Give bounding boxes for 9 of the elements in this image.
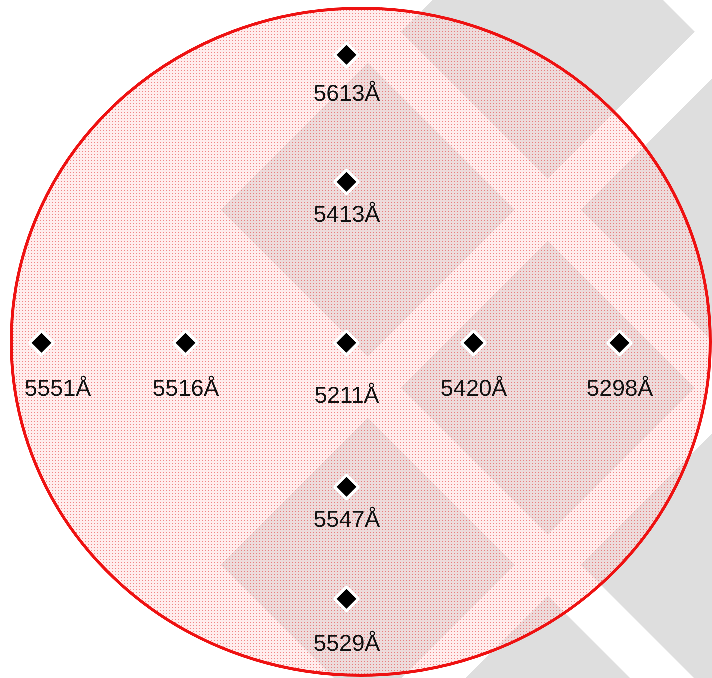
thickness-value: 5551Å [24,375,92,401]
thickness-value: 5298Å [586,375,654,401]
thickness-value: 5413Å [314,201,380,227]
thickness-value: 5211Å [314,382,380,408]
thickness-value: 5547Å [314,506,380,532]
thickness-value: 5516Å [152,375,220,401]
thickness-value: 5529Å [314,630,380,656]
thickness-value: 5613Å [314,80,380,106]
thickness-value: 5420Å [440,375,508,401]
